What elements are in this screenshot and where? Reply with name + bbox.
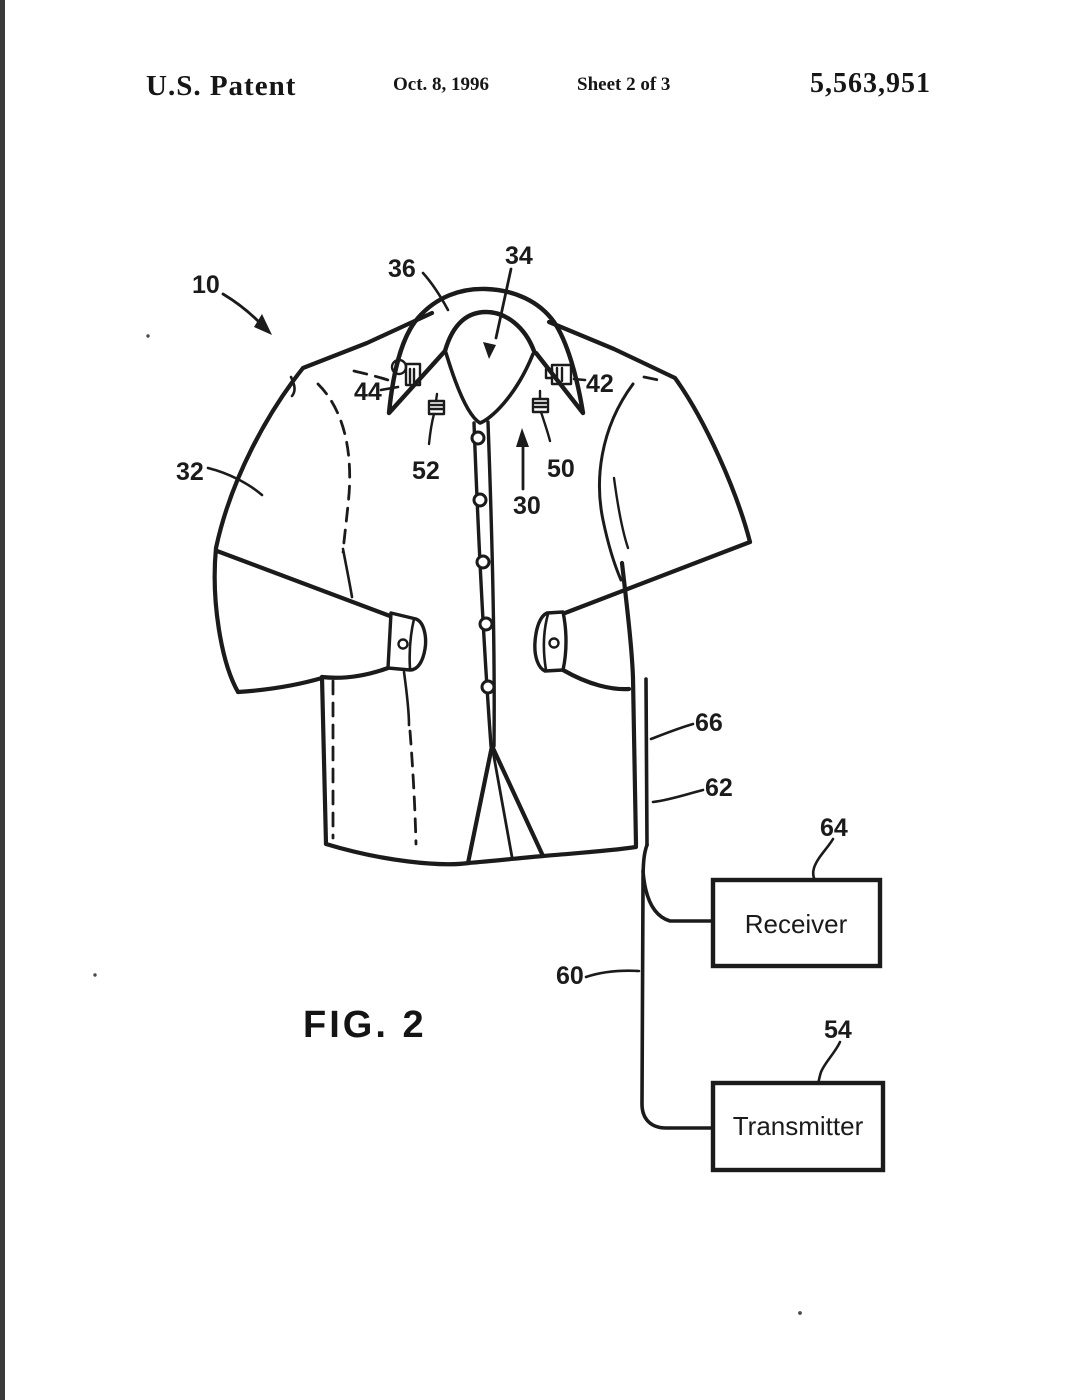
ref-label-62: 62 bbox=[705, 774, 733, 802]
ref-label-66: 66 bbox=[695, 709, 723, 737]
right-collar-sensor bbox=[544, 363, 573, 386]
shirt-outline bbox=[212, 310, 753, 867]
figure-caption: FIG. 2 bbox=[303, 1004, 427, 1046]
collar bbox=[386, 286, 586, 425]
scan-specks bbox=[93, 334, 802, 1315]
patent-header-number: 5,563,951 bbox=[810, 68, 931, 99]
reference-arrows bbox=[221, 267, 525, 491]
placket-buttons bbox=[470, 430, 496, 695]
transmitter-box bbox=[710, 1080, 886, 1173]
ref-label-42: 42 bbox=[586, 370, 614, 398]
right-cuff-button bbox=[548, 637, 560, 649]
seam-dashed-lines bbox=[316, 369, 665, 846]
left-cuff-button bbox=[397, 638, 409, 650]
right-clip-sensor bbox=[531, 389, 552, 443]
left-clip-sensor bbox=[427, 392, 446, 446]
patent-header-title: U.S. Patent bbox=[146, 70, 297, 102]
ref-label-50: 50 bbox=[547, 455, 575, 483]
scan-edge-bar bbox=[0, 0, 5, 1400]
ref-label-30: 30 bbox=[513, 492, 541, 520]
ref-label-64: 64 bbox=[820, 814, 848, 842]
seam-thin-lines bbox=[289, 375, 411, 727]
patent-header-date: Oct. 8, 1996 bbox=[393, 74, 490, 95]
ref-label-60: 60 bbox=[556, 962, 584, 990]
ref-label-32: 32 bbox=[176, 458, 204, 486]
ref-label-54: 54 bbox=[824, 1016, 852, 1044]
ref-label-44: 44 bbox=[354, 378, 382, 406]
arrowheads bbox=[254, 314, 529, 447]
patent-header-sheet: Sheet 2 of 3 bbox=[577, 74, 671, 95]
sensor-wire bbox=[640, 677, 714, 1130]
receiver-box bbox=[710, 877, 883, 969]
ref-label-52: 52 bbox=[412, 457, 440, 485]
transmitter-box-label: Transmitter bbox=[733, 1111, 864, 1141]
ref-label-34: 34 bbox=[505, 242, 533, 270]
ref-label-10: 10 bbox=[192, 271, 220, 299]
ref-label-36: 36 bbox=[388, 255, 416, 283]
receiver-box-label: Receiver bbox=[745, 909, 848, 939]
left-collar-sensor bbox=[390, 358, 422, 387]
